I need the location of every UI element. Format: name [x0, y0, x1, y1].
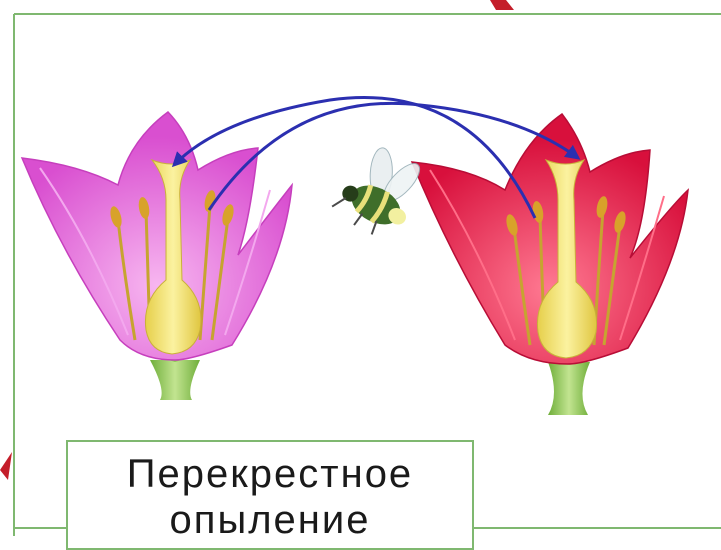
caption-line-1: Перекрестное [68, 452, 472, 497]
corner-marker-top [490, 0, 514, 10]
pink-flower [22, 112, 292, 400]
corner-marker-left [0, 452, 12, 480]
caption-box: Перекрестное опыление [66, 440, 474, 550]
red-flower [412, 114, 688, 415]
bee-icon [329, 136, 432, 245]
caption-line-2: опыление [68, 498, 472, 543]
